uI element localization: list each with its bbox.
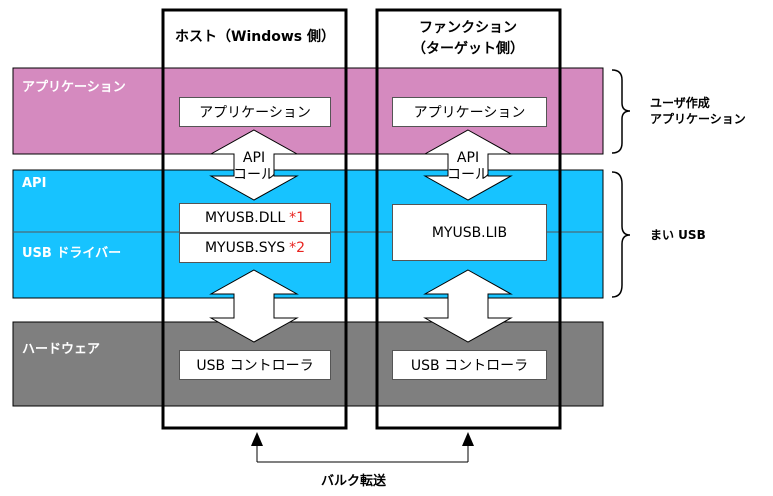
host-api-call-arrow [209,129,299,201]
function-api-call-line1: API [456,150,480,166]
function-column-frame [375,8,562,430]
function-hardware-arrow [423,269,513,343]
function-api-call-line2: コール [447,167,489,183]
application-layer-label: アプリケーション [22,80,126,95]
function-application-box: アプリケーション [392,97,547,127]
host-sys-box: MYUSB.SYS*2 [179,233,331,263]
bulk-transfer-connector [251,432,474,463]
host-dll-box: MYUSB.DLL*1 [179,203,331,233]
user-application-line2: アプリケーション [650,112,746,126]
host-dll-note: *1 [289,210,306,226]
host-api-call-line2: コール [233,167,275,183]
host-api-call-label: API コール [224,150,284,184]
function-usb-controller-box: USB コントローラ [392,350,547,380]
function-lib-box: MYUSB.LIB [392,204,547,261]
host-column-title: ホスト（Windows 側） [175,29,335,45]
usb-driver-layer-label: USB ドライバー [22,246,122,261]
user-app-brace [611,69,631,154]
host-dll-name: MYUSB.DLL [204,210,286,226]
mai-usb-brace [611,171,631,298]
function-column-title-line1: ファンクション [419,20,517,36]
function-column-title-line2: （ターゲット側） [412,41,524,57]
bulk-transfer-label: バルク転送 [321,474,387,489]
host-application-box: アプリケーション [179,97,331,127]
host-usb-controller-box: USB コントローラ [179,350,331,380]
function-api-call-arrow [423,129,513,201]
host-hardware-arrow [209,269,299,343]
user-application-line1: ユーザ作成 [650,96,710,110]
hardware-layer-label: ハードウェア [22,342,101,357]
host-sys-name: MYUSB.SYS [204,240,286,256]
user-application-brace-label: ユーザ作成 アプリケーション [650,95,746,127]
function-api-call-label: API コール [438,150,498,184]
mai-usb-brace-label: まい USB [650,228,706,242]
host-column-frame [161,8,348,430]
host-sys-note: *2 [289,240,306,256]
api-layer-label: API [22,176,47,191]
host-api-call-line1: API [242,150,266,166]
